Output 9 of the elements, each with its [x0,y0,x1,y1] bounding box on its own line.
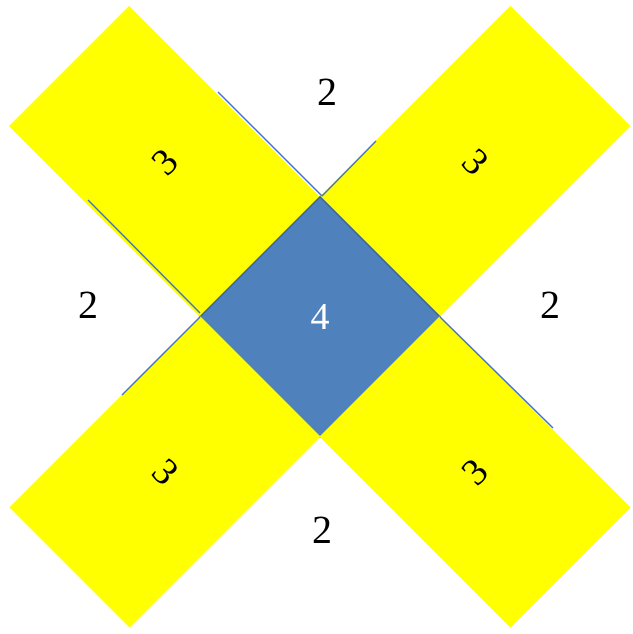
number-label: 3 [144,141,185,182]
number-label: 2 [317,72,337,112]
number-label: 3 [144,452,186,492]
number-label: 2 [312,510,332,550]
number-label: 4 [310,298,330,336]
number-label: 3 [454,452,496,492]
number-label: 2 [78,285,98,325]
number-label: 3 [454,141,496,182]
number-label: 2 [540,285,560,325]
